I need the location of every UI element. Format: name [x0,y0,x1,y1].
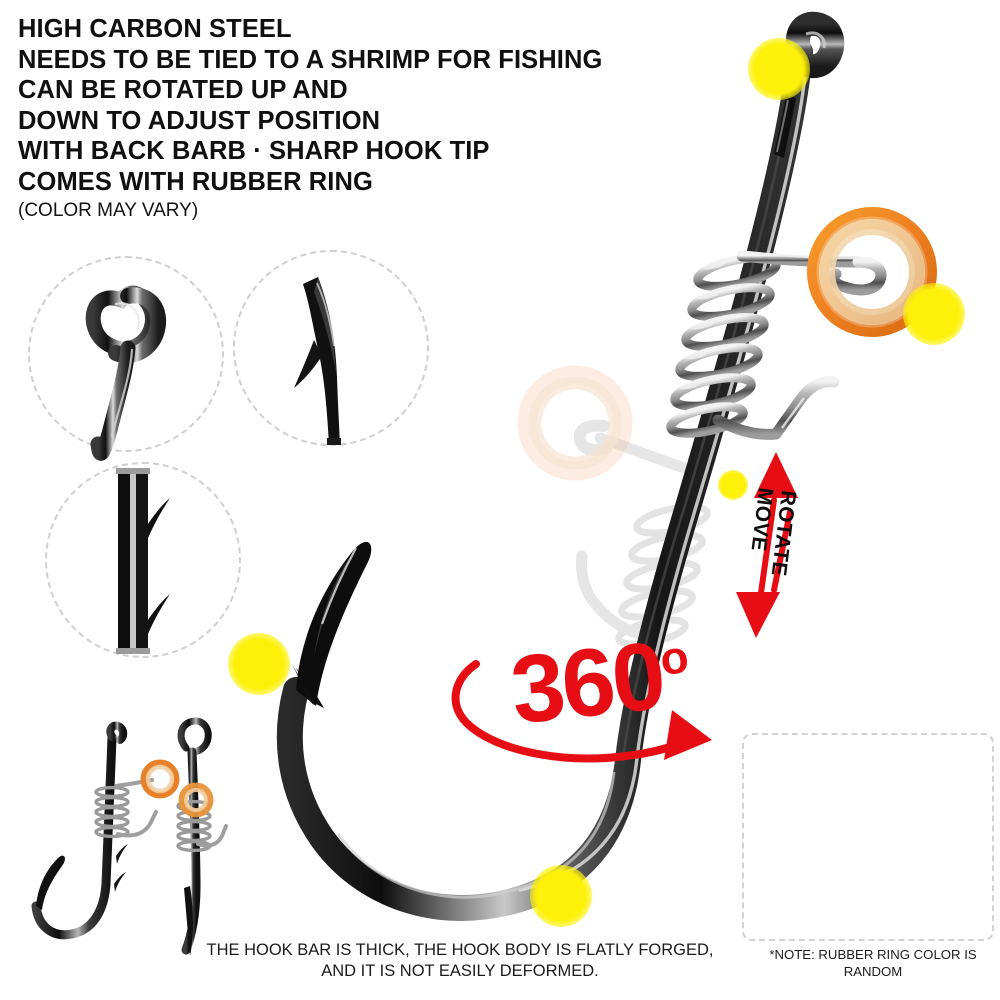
ghost-rubber-ring [517,365,633,481]
headline-line-5: WITH BACK BARB · SHARP HOOK TIP [18,137,490,165]
headline-line-3: CAN BE ROTATED UP AND [18,76,348,104]
small-hook-illustration-a [31,721,180,940]
rubber-ring-color-box [742,733,994,941]
headline-line-6: COMES WITH RUBBER RING [18,167,373,196]
headline-block: HIGH CARBON STEEL NEEDS TO BE TIED TO A … [18,14,658,223]
glow-hook-bend [530,865,592,927]
glow-rubber-ring [903,283,965,345]
detail-circle-hook-eye [28,256,224,452]
headline-line-2: NEEDS TO BE TIED TO A SHRIMP FOR FISHING [18,45,603,74]
rubber-ring-note: *NOTE: RUBBER RING COLOR IS RANDOM [769,947,977,979]
detail-circle-back-barb [45,462,241,658]
glow-hook-point [228,633,290,695]
rotate-move-label: ROTATE MOVE [744,486,800,577]
degree-symbol: o [657,630,692,685]
main-caption-line-2: AND IT IS NOT EASILY DEFORMED. [321,962,599,980]
glow-spring-shank [718,470,748,500]
main-caption-line-1: THE HOOK BAR IS THICK, THE HOOK BODY IS … [206,941,714,959]
headline-line-4: DOWN TO ADJUST POSITION [18,106,381,135]
small-hook-illustration-b [176,717,228,956]
glow-hook-eye [748,38,810,100]
headline-subnote: (COLOR MAY VARY) [18,200,199,221]
rubber-ring-orange [807,207,937,337]
rotation-degrees-label: 360o [505,608,695,744]
detail-circle-hook-point [233,250,429,446]
main-caption: THE HOOK BAR IS THICK, THE HOOK BODY IS … [190,940,730,982]
headline-line-1: HIGH CARBON STEEL [18,15,292,43]
rotation-degrees-value: 360 [506,622,668,745]
spring-coil-assembly [666,250,887,440]
